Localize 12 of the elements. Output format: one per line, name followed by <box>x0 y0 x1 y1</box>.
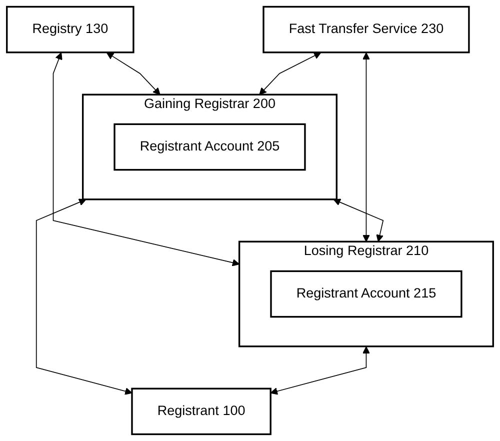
arrow <box>333 198 384 242</box>
arrow <box>52 52 240 266</box>
arrow <box>362 52 370 242</box>
node-box: Registrant 100 <box>131 388 272 436</box>
arrow <box>36 198 132 395</box>
arrow <box>259 52 322 95</box>
arrow <box>106 52 160 95</box>
node-box: Registrant Account 205 <box>114 123 306 171</box>
node-box: Registry 130 <box>6 6 134 54</box>
node-box: Fast Transfer Service 230 <box>262 6 470 54</box>
arrow <box>270 346 370 395</box>
node-box: Registrant Account 215 <box>270 270 462 318</box>
